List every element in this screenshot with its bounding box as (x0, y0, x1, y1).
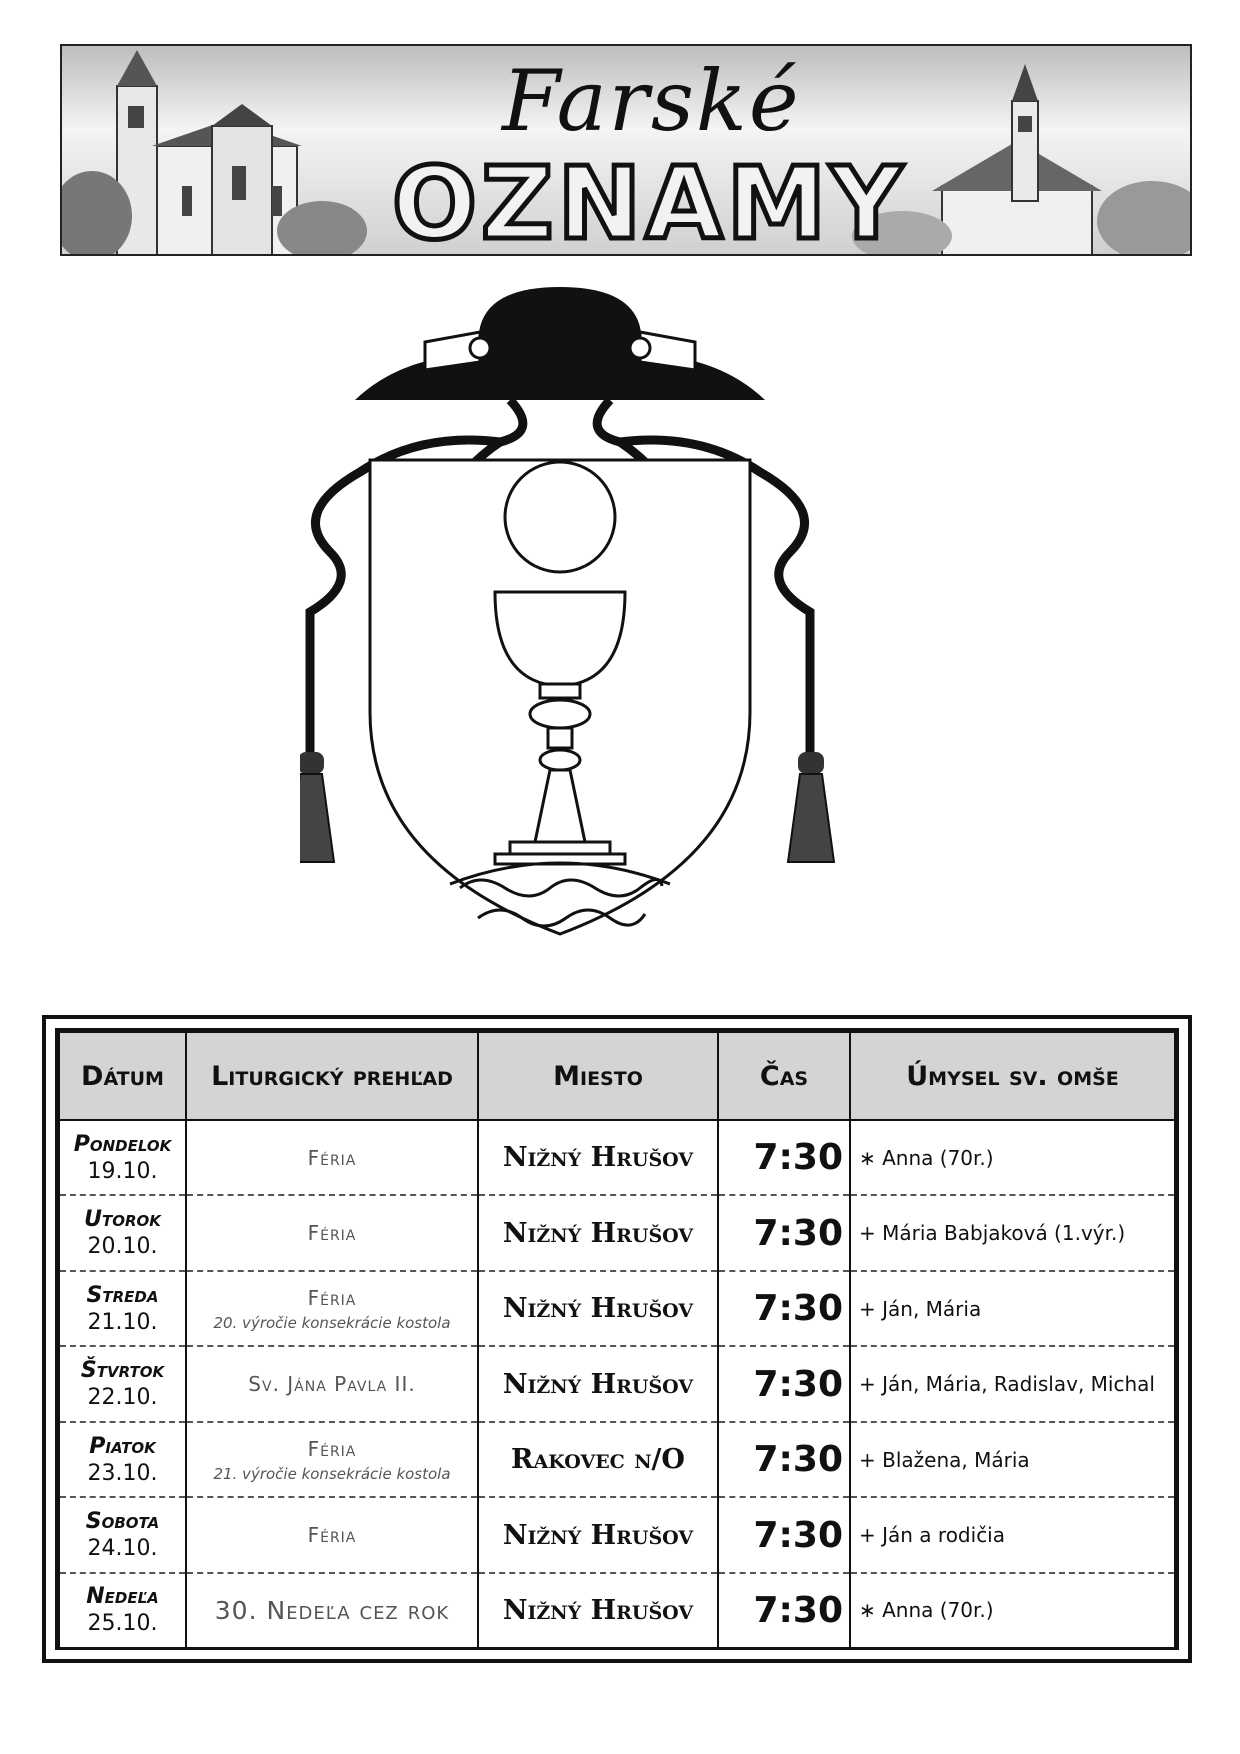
liturgy-note: 20. výročie konsekrácie kostola (213, 1313, 451, 1332)
time-cell: 7:30 (717, 1497, 851, 1574)
liturgy-cell: Féria (185, 1195, 479, 1272)
liturgy-cell: Sv. Jána Pavla II. (185, 1346, 479, 1423)
time-cell: 7:30 (717, 1120, 851, 1197)
chalice-icon (493, 590, 627, 866)
day-name: Štvrtok (80, 1358, 165, 1384)
liturgy-cell: Féria 20. výročie konsekrácie kostola (185, 1270, 479, 1348)
header-datum: Dátum (58, 1031, 187, 1121)
day-date: 19.10. (87, 1158, 158, 1184)
time-cell: 7:30 (717, 1270, 851, 1348)
liturgy-cell: Féria 21. výročie konsekrácie kostola (185, 1421, 479, 1499)
intention-cell: ∗ Anna (70r.) (849, 1572, 1176, 1647)
header-liturgia: Liturgický prehľad (185, 1031, 479, 1121)
host-icon (503, 460, 617, 574)
day-date: 21.10. (87, 1309, 158, 1335)
place-cell: Nižný Hrušov (477, 1120, 719, 1197)
intention-cell: ∗ Anna (70r.) (849, 1120, 1176, 1197)
header-miesto: Miesto (477, 1031, 719, 1121)
place-cell: Nižný Hrušov (477, 1346, 719, 1423)
header-umysel: Úmysel sv. omše (849, 1031, 1176, 1121)
liturgy-note: 21. výročie konsekrácie kostola (213, 1464, 451, 1483)
liturgy-cell: 30. Nedeľa cez rok (185, 1572, 479, 1647)
banner-script-title: Farské (502, 52, 801, 150)
intention-cell: + Mária Babjaková (1.výr.) (849, 1195, 1176, 1272)
intention-cell: + Ján a rodičia (849, 1497, 1176, 1574)
place-cell: Nižný Hrušov (477, 1497, 719, 1574)
day-name: Sobota (85, 1509, 160, 1535)
header-banner: Farské OZNAMY (60, 44, 1192, 256)
right-church-image (852, 64, 1190, 254)
liturgy-label: 30. Nedeľa cez rok (214, 1595, 450, 1625)
intention-cell: + Ján, Mária, Radislav, Michal (849, 1346, 1176, 1423)
day-name: Streda (86, 1282, 159, 1308)
day-name: Utorok (84, 1207, 161, 1233)
liturgy-cell: Féria (185, 1497, 479, 1574)
coat-of-arms-drawing (286, 287, 836, 936)
day-date: 23.10. (87, 1460, 158, 1486)
right-tassel-icon (786, 752, 836, 863)
liturgy-label: Féria (307, 1523, 357, 1548)
day-date: 22.10. (87, 1385, 158, 1411)
time-cell: 7:30 (717, 1421, 851, 1499)
left-tassel-icon (286, 752, 336, 863)
liturgy-label: Féria (307, 1221, 357, 1246)
liturgy-label: Féria (307, 1145, 357, 1170)
liturgy-cell: Féria (185, 1120, 479, 1197)
day-name: Piatok (89, 1433, 156, 1459)
intention-cell: + Ján, Mária (849, 1270, 1176, 1348)
time-cell: 7:30 (717, 1346, 851, 1423)
header-cas: Čas (717, 1031, 851, 1121)
day-name: Nedeľa (86, 1584, 159, 1610)
banner-big-title: OZNAMY (390, 145, 907, 256)
place-cell: Nižný Hrušov (477, 1270, 719, 1348)
place-cell: Nižný Hrušov (477, 1572, 719, 1647)
galero-hat-icon (355, 287, 765, 400)
liturgy-label: Féria (307, 1436, 357, 1461)
day-date: 24.10. (87, 1536, 158, 1562)
banner-illustration (62, 50, 1190, 254)
intention-cell: + Blažena, Mária (849, 1421, 1176, 1499)
schedule-table-frame: Dátum Liturgický prehľad Miesto Čas Úmys… (42, 1015, 1192, 1663)
schedule-table-border: Dátum Liturgický prehľad Miesto Čas Úmys… (55, 1028, 1179, 1650)
place-cell: Nižný Hrušov (477, 1195, 719, 1272)
time-cell: 7:30 (717, 1572, 851, 1647)
water-waves-icon (449, 861, 671, 928)
left-church-image (62, 50, 367, 254)
day-date: 20.10. (87, 1234, 158, 1260)
day-name: Pondelok (73, 1131, 172, 1157)
liturgy-label: Sv. Jána Pavla II. (248, 1372, 416, 1397)
mass-schedule-table: Dátum Liturgický prehľad Miesto Čas Úmys… (58, 1031, 1176, 1647)
place-cell: Rakovec n/O (477, 1421, 719, 1499)
time-cell: 7:30 (717, 1195, 851, 1272)
coat-of-arms (286, 282, 940, 982)
liturgy-label: Féria (307, 1285, 357, 1310)
day-date: 25.10. (87, 1611, 158, 1637)
table-header-row: Dátum Liturgický prehľad Miesto Čas Úmys… (58, 1031, 1176, 1121)
